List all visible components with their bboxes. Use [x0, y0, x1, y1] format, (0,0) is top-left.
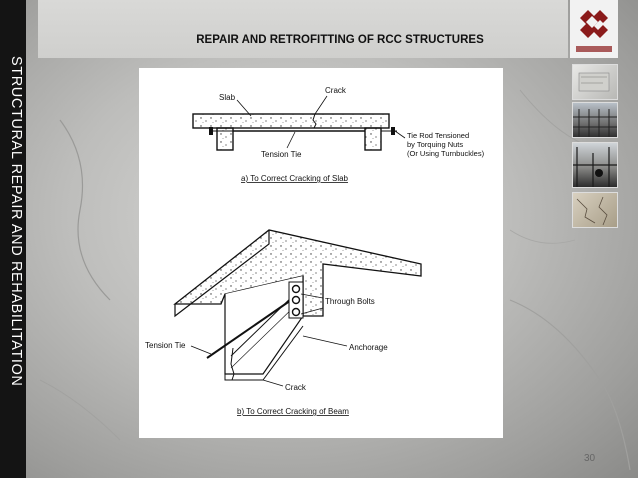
label-tie-rod-2: by Torquing Nuts — [407, 140, 463, 149]
thumbnail-construction-1 — [572, 102, 618, 138]
label-tie-rod-1: Tie Rod Tensioned — [407, 131, 469, 140]
slide-title: REPAIR AND RETROFITTING OF RCC STRUCTURE… — [196, 34, 484, 46]
thumbnail-construction-2 — [572, 142, 618, 188]
label-slab: Slab — [219, 93, 236, 102]
header-band — [38, 0, 568, 58]
thumbnail-drawing — [572, 64, 618, 100]
caption-a: a) To Correct Cracking of Slab — [241, 174, 349, 183]
institute-logo — [570, 0, 618, 58]
thumbnail-cracked-wall — [572, 192, 618, 228]
figure-panel: Slab Crack Tension Tie Tie Rod Tensioned… — [139, 68, 503, 438]
beam-diagram — [173, 229, 422, 387]
slab-diagram — [192, 95, 406, 151]
caption-b: b) To Correct Cracking of Beam — [237, 407, 349, 416]
label-crack-a: Crack — [325, 86, 347, 95]
label-through-bolts: Through Bolts — [325, 297, 375, 306]
label-tie-rod-3: (Or Using Turnbuckles) — [407, 149, 485, 158]
thumbnail-strip — [568, 0, 618, 230]
label-tension-tie-b: Tension Tie — [145, 341, 186, 350]
sidebar: STRUCTURAL REPAIR AND REHABILITATION — [0, 0, 26, 478]
retrofit-diagram: Slab Crack Tension Tie Tie Rod Tensioned… — [145, 86, 485, 416]
label-tension-tie-a: Tension Tie — [261, 150, 302, 159]
label-crack-b: Crack — [285, 383, 307, 392]
label-anchorage: Anchorage — [349, 343, 388, 352]
page-number: 30 — [584, 453, 596, 464]
side-title: STRUCTURAL REPAIR AND REHABILITATION — [8, 56, 24, 387]
